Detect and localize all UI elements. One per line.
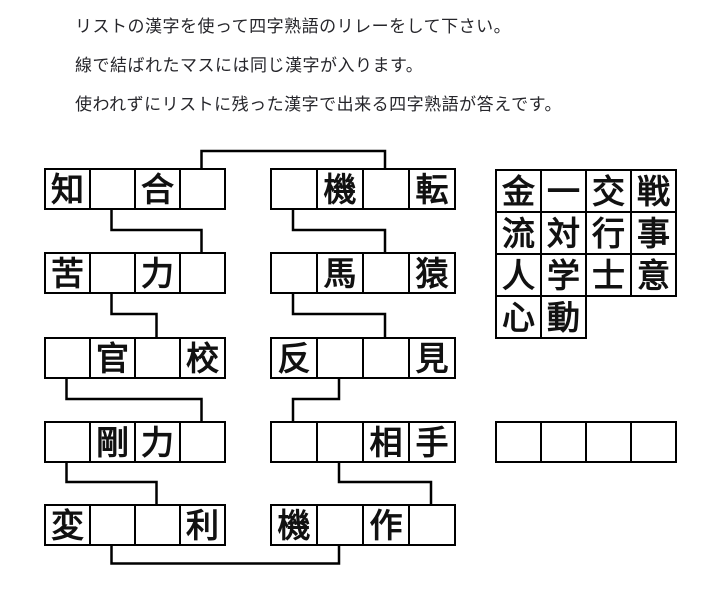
puzzle-cell-r2r-2: 馬 (316, 252, 364, 294)
puzzle-cell-r1r-1[interactable] (270, 168, 318, 210)
connector-4 (110, 293, 158, 338)
instruction-line-2: 線で結ばれたマスには同じ漢字が入ります。 (75, 56, 424, 75)
puzzle-cell-r1r-2: 機 (316, 168, 364, 210)
connector-2 (110, 209, 203, 253)
puzzle-cell-r2r-4: 猿 (408, 252, 456, 294)
connector-10 (110, 545, 341, 565)
puzzle-row-1-left: 知 合 (44, 168, 226, 210)
connector-5 (291, 293, 387, 338)
kanji-list-cell: 交 (585, 169, 632, 213)
puzzle-cell-r4r-1[interactable] (270, 421, 318, 463)
kanji-list-cell: 学 (540, 253, 587, 297)
puzzle-cell-r4r-4: 手 (408, 421, 456, 463)
puzzle-row-2-left: 苦 力 (44, 252, 226, 294)
connector-3 (291, 209, 387, 253)
puzzle-row-5-right: 機 作 (270, 504, 456, 546)
puzzle-cell-r4r-3: 相 (362, 421, 410, 463)
kanji-list-row-4: 心 動 (495, 295, 587, 339)
kanji-list-cell: 動 (540, 295, 587, 339)
puzzle-cell-r5l-4: 利 (179, 504, 226, 546)
kanji-list-row-3: 人 学 士 意 (495, 253, 677, 297)
puzzle-cell-r2l-3: 力 (134, 252, 181, 294)
kanji-list-cell: 流 (495, 211, 542, 255)
puzzle-cell-r2r-1[interactable] (270, 252, 318, 294)
kanji-list-cell: 戦 (630, 169, 677, 213)
kanji-list-cell: 心 (495, 295, 542, 339)
kanji-list-cell: 事 (630, 211, 677, 255)
connector-9 (337, 462, 433, 505)
answer-cell-3[interactable] (585, 421, 632, 463)
instruction-line-1: リストの漢字を使って四字熟語のリレーをして下さい。 (75, 17, 512, 36)
puzzle-cell-r4r-2[interactable] (316, 421, 364, 463)
puzzle-row-2-right: 馬 猿 (270, 252, 456, 294)
puzzle-row-3-left: 官 校 (44, 337, 226, 379)
kanji-list-cell: 士 (585, 253, 632, 297)
connector-6 (65, 378, 203, 422)
puzzle-cell-r3r-3[interactable] (362, 337, 410, 379)
kanji-list-cell: 対 (540, 211, 587, 255)
answer-row (495, 421, 677, 463)
kanji-list-cell: 行 (585, 211, 632, 255)
puzzle-row-1-right: 機 転 (270, 168, 456, 210)
puzzle-cell-r1l-2[interactable] (89, 168, 136, 210)
kanji-list-row-2: 流 対 行 事 (495, 211, 677, 255)
connector-1 (200, 149, 387, 169)
puzzle-cell-r2l-4[interactable] (179, 252, 226, 294)
puzzle-cell-r1l-3: 合 (134, 168, 181, 210)
answer-cell-4[interactable] (630, 421, 677, 463)
connector-8 (65, 462, 158, 505)
puzzle-cell-r3l-2: 官 (89, 337, 136, 379)
puzzle-cell-r1r-3[interactable] (362, 168, 410, 210)
puzzle-cell-r5r-1: 機 (270, 504, 318, 546)
puzzle-row-5-left: 変 利 (44, 504, 226, 546)
puzzle-row-4-left: 剛 力 (44, 421, 226, 463)
puzzle-cell-r2l-1: 苦 (44, 252, 91, 294)
kanji-list-cell: 人 (495, 253, 542, 297)
puzzle-cell-r3l-4: 校 (179, 337, 226, 379)
puzzle-cell-r3l-3[interactable] (134, 337, 181, 379)
puzzle-cell-r5l-3[interactable] (134, 504, 181, 546)
puzzle-cell-r5l-1: 変 (44, 504, 91, 546)
puzzle-cell-r5r-4[interactable] (408, 504, 456, 546)
kanji-list-row-1: 金 一 交 戦 (495, 169, 677, 213)
instruction-line-3: 使われずにリストに残った漢字で出来る四字熟語が答えです。 (75, 95, 562, 114)
kanji-list-cell: 意 (630, 253, 677, 297)
puzzle-cell-r2r-3[interactable] (362, 252, 410, 294)
puzzle-cell-r4l-4[interactable] (179, 421, 226, 463)
kanji-list-cell: 一 (540, 169, 587, 213)
connector-7 (291, 378, 341, 422)
puzzle-cell-r4l-3: 力 (134, 421, 181, 463)
answer-cell-1[interactable] (495, 421, 542, 463)
puzzle-cell-r5l-2[interactable] (89, 504, 136, 546)
puzzle-cell-r5r-3: 作 (362, 504, 410, 546)
puzzle-row-3-right: 反 見 (270, 337, 456, 379)
puzzle-cell-r4l-2: 剛 (89, 421, 136, 463)
puzzle-cell-r4l-1[interactable] (44, 421, 91, 463)
puzzle-cell-r2l-2[interactable] (89, 252, 136, 294)
puzzle-cell-r1l-1: 知 (44, 168, 91, 210)
puzzle-row-4-right: 相 手 (270, 421, 456, 463)
puzzle-cell-r5r-2[interactable] (316, 504, 364, 546)
answer-cell-2[interactable] (540, 421, 587, 463)
puzzle-cell-r1l-4[interactable] (179, 168, 226, 210)
puzzle-cell-r1r-4: 転 (408, 168, 456, 210)
kanji-list-cell: 金 (495, 169, 542, 213)
puzzle-cell-r3r-4: 見 (408, 337, 456, 379)
puzzle-cell-r3l-1[interactable] (44, 337, 91, 379)
puzzle-cell-r3r-1: 反 (270, 337, 318, 379)
puzzle-cell-r3r-2[interactable] (316, 337, 364, 379)
